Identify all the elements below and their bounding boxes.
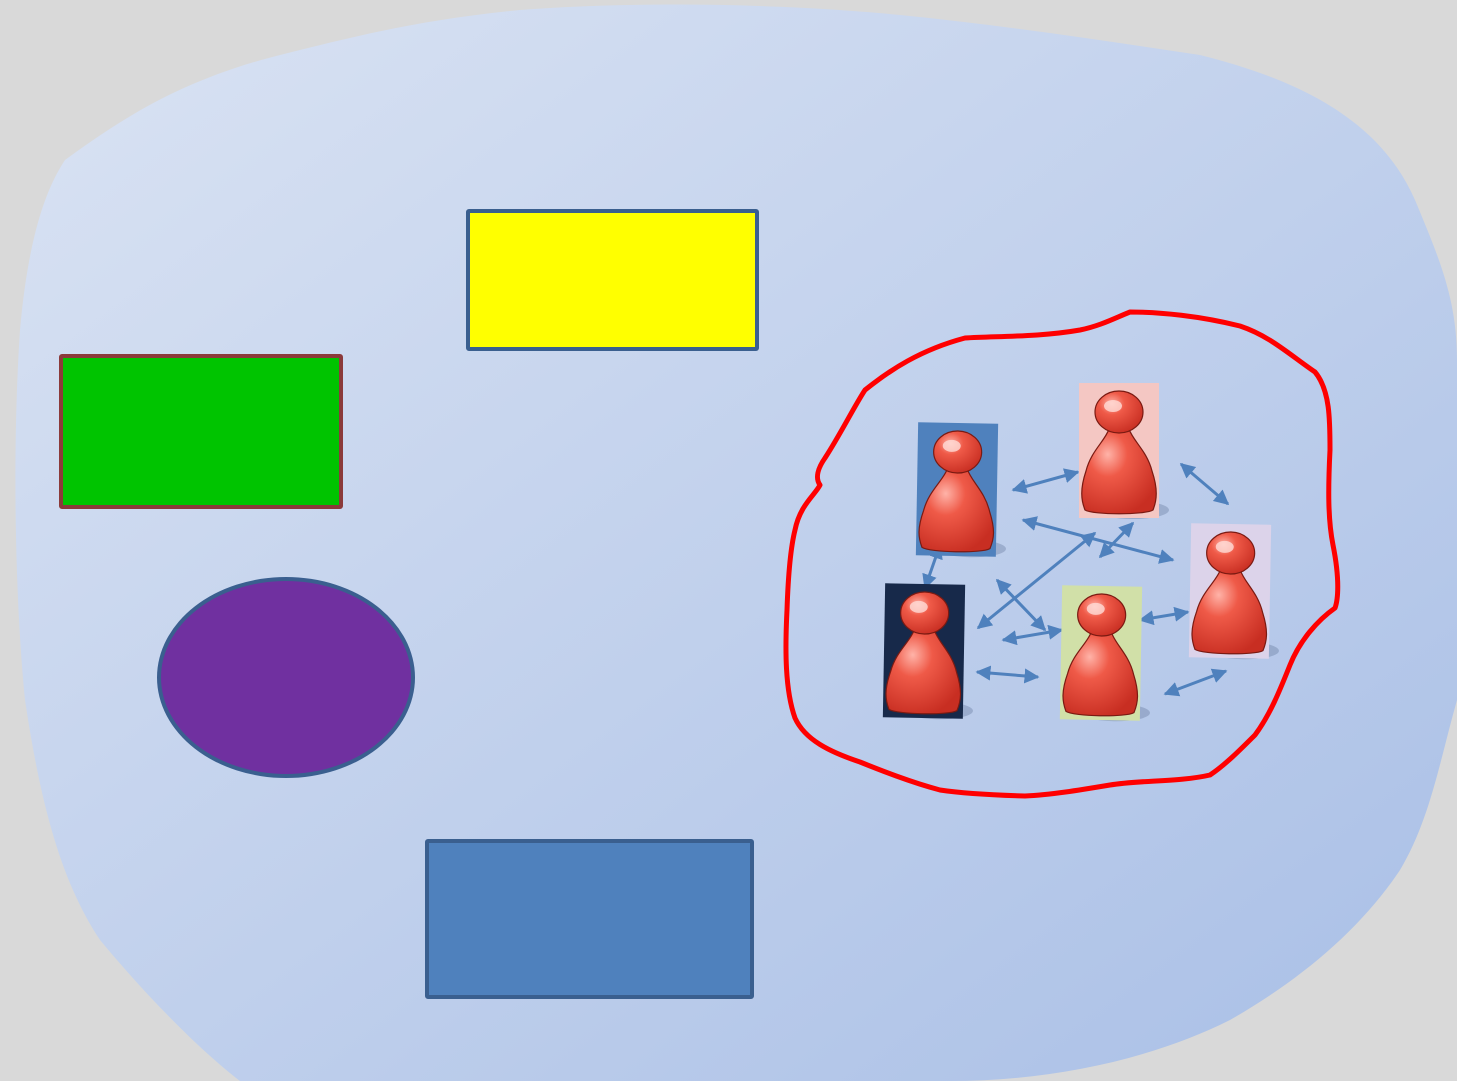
bidirectional-arrow-icon [1179, 462, 1230, 506]
green-rectangle [59, 354, 343, 509]
pawn-3-card [1188, 523, 1279, 660]
pawn-highlight [1104, 400, 1122, 412]
bidirectional-arrow-icon [1138, 606, 1190, 626]
yellow-rectangle [466, 209, 759, 351]
blue-rectangle [425, 839, 754, 999]
environment-blob-shape [15, 4, 1457, 1081]
pawn-5-card [1059, 585, 1150, 722]
pawn-icon [1191, 569, 1268, 655]
pawn-1-card [915, 422, 1006, 558]
pawn-icon [918, 468, 995, 553]
bidirectional-arrow-icon [1001, 624, 1064, 646]
pawn-2-card [1079, 383, 1169, 519]
pawn-highlight [909, 600, 928, 613]
bidirectional-arrow-icon [1163, 668, 1228, 697]
bidirectional-arrow-icon [975, 665, 1040, 684]
purple-ellipse [157, 577, 415, 778]
pawn-head [1077, 593, 1127, 637]
pawn-head [900, 591, 950, 635]
pawn-icon [1081, 428, 1157, 515]
bidirectional-arrow-icon [1021, 516, 1175, 564]
interaction-arrows [922, 462, 1230, 697]
pawn-icon [1062, 631, 1139, 717]
bidirectional-arrow-icon [1098, 521, 1135, 559]
pawn-4-card [882, 583, 973, 720]
pawn-highlight [942, 439, 961, 452]
pawn-head [933, 430, 983, 474]
red-boundary-outline [783, 309, 1341, 799]
pawn-head [1206, 531, 1256, 575]
pawn-highlight [1215, 540, 1234, 553]
bidirectional-arrow-icon [1011, 468, 1080, 494]
bidirectional-arrow-icon [995, 578, 1047, 632]
pawn-highlight [1086, 602, 1105, 615]
pawn-head [1094, 390, 1144, 434]
agent-pawns [882, 383, 1279, 722]
pawn-icon [885, 629, 962, 715]
